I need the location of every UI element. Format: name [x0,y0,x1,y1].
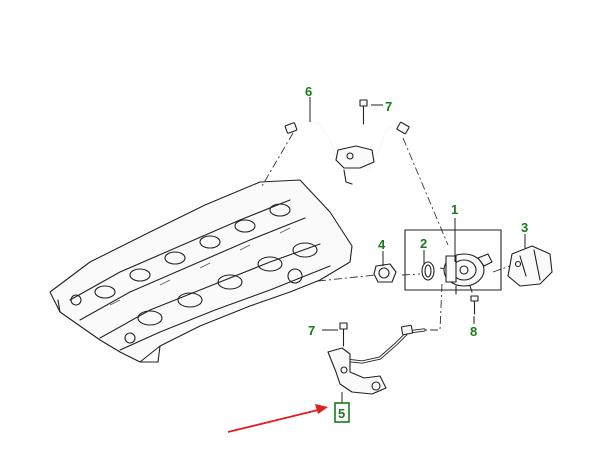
callout-7-lower: 7 [308,323,315,338]
head-bosses [70,203,318,344]
callout-3: 3 [521,220,528,235]
fuel-line-lower [342,324,426,364]
callout-2: 2 [420,236,427,251]
pump-cover [507,245,553,287]
fuel-line-upper [284,121,410,185]
red-pointer-arrow [227,404,328,433]
bolt-lower-pump [470,295,479,315]
leader-lines [309,97,526,403]
callout-labels: 6 7 1 2 3 4 8 7 [305,84,528,339]
callout-4: 4 [378,237,386,252]
bolt-upper [359,99,368,125]
fuel-line-bracket [327,347,387,395]
callout-5: 5 [338,406,345,421]
pump-tappet [373,263,397,283]
callout-1: 1 [451,202,458,217]
callout-7-upper: 7 [385,99,392,114]
callout-5-highlight: 5 [334,402,350,423]
high-pressure-fuel-pump [443,253,493,295]
callout-8: 8 [470,324,477,339]
gasket-o-ring [421,261,435,281]
cylinder-head [49,179,353,363]
pump-assembly-frame [404,229,502,291]
bolt-lower-bracket [339,322,348,347]
callout-6: 6 [305,84,312,99]
